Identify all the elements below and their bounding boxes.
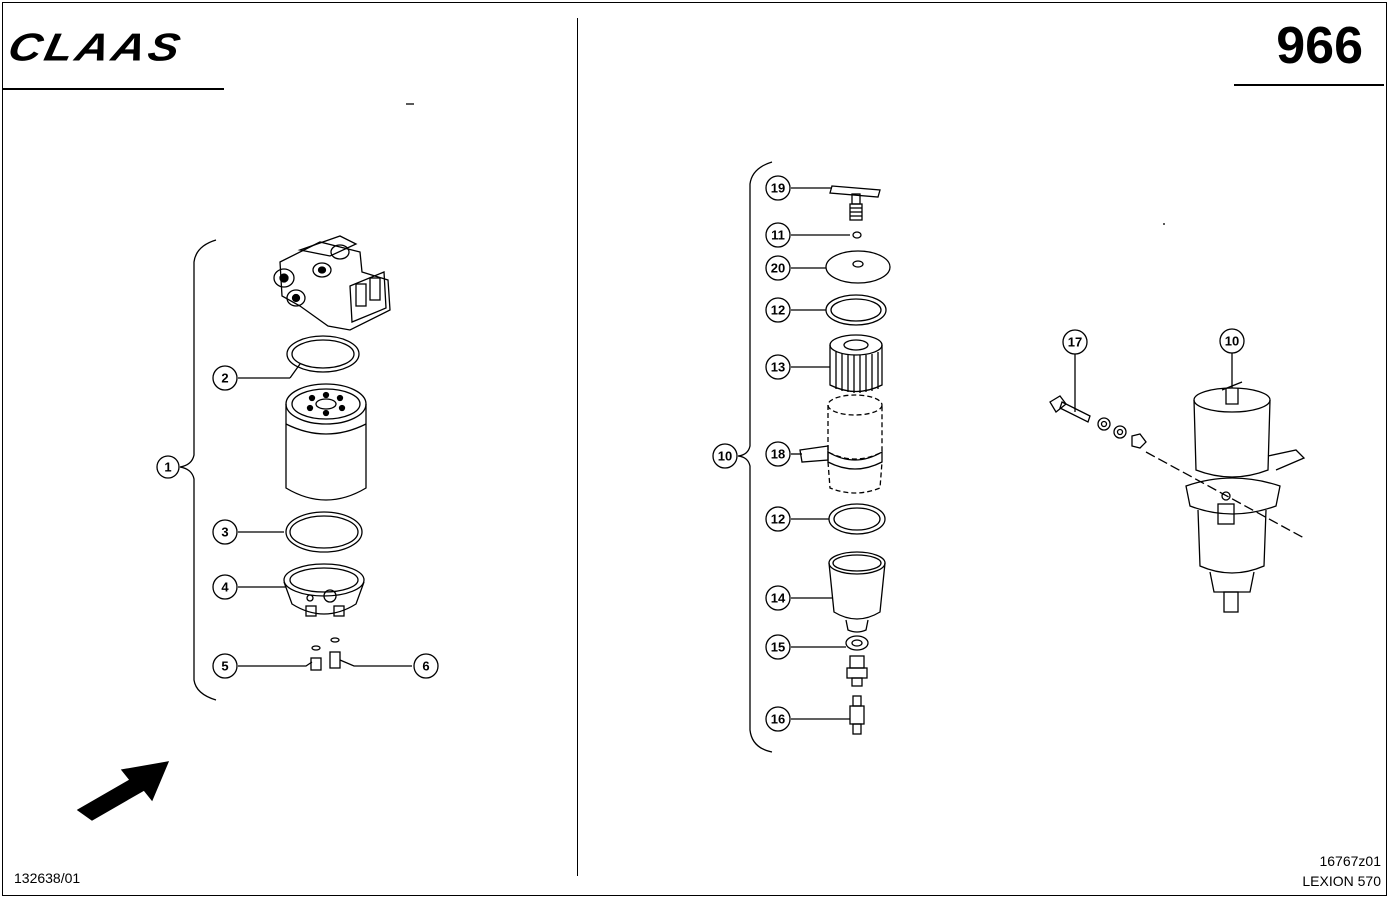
assembled-filter-part [1185,381,1306,613]
callout-20-label: 20 [771,261,785,276]
reference-code: 16767z01 [1319,853,1381,869]
callout-1-label: 1 [164,460,171,475]
direction-arrow-icon [76,761,170,821]
callout-16-label: 16 [771,712,785,727]
leader-line-6 [339,659,412,667]
callout-12-lower [765,506,791,532]
callout-18-label: 18 [771,447,785,462]
housing-18-part [799,394,883,494]
model-name: LEXION 570 [1302,873,1381,889]
callout-10-assembly [1219,328,1245,354]
callout-2 [212,365,238,391]
callout-1 [156,455,180,479]
callout-14-label: 14 [771,591,786,606]
filter-cartridge-part [285,383,367,501]
leader-line-2b [289,363,301,379]
callout-17-label: 17 [1068,335,1082,350]
cover-disc-20-part [825,250,891,284]
page-number: 966 [1276,17,1363,75]
washer-15-part [845,635,869,651]
drain-plug-5-part [310,645,322,671]
callout-12-lower-label: 12 [771,512,785,527]
filter-head-part [273,235,391,331]
callout-10-group-label: 10 [718,449,732,464]
callout-16 [765,706,791,732]
o-ring-11-part [852,231,862,239]
callout-3-label: 3 [221,525,228,540]
callout-2-label: 2 [221,371,228,386]
callout-10-assembly-label: 10 [1225,334,1239,349]
callout-18 [765,441,791,467]
vent-plug-6-part [329,637,341,669]
callout-4 [212,574,238,600]
leader-line-5 [238,661,313,667]
bolt-17-part [1049,395,1305,539]
panel-divider [577,18,578,876]
callout-19-label: 19 [771,181,785,196]
bowl-14-part [828,551,886,633]
callout-13-label: 13 [771,360,785,375]
group-bracket-left [179,239,217,701]
logo-underline [2,88,224,90]
callout-14 [765,585,791,611]
callout-5-label: 5 [221,659,228,674]
seal-12-lower-part [828,503,886,535]
callout-17 [1062,329,1088,355]
callout-6 [413,653,439,679]
callout-13 [765,354,791,380]
seal-ring-2-part [286,335,360,373]
callout-11-label: 11 [771,228,785,243]
callout-6-label: 6 [422,659,429,674]
callout-15 [765,634,791,660]
t-bolt-19-part [829,185,881,221]
seal-12-upper-part [825,294,887,326]
callout-3 [212,519,238,545]
drain-nipple-part [846,655,868,687]
page-number-underline [1234,84,1384,86]
callout-5 [212,653,238,679]
separator-bowl-part [283,563,365,617]
callout-19 [765,175,791,201]
document-id: 132638/01 [14,870,81,886]
filter-element-13-part [829,334,883,393]
callout-15-label: 15 [771,640,785,655]
valve-16-part [849,695,865,735]
callout-4-label: 4 [221,580,229,595]
seal-ring-3-part [285,511,363,553]
callout-12-upper-label: 12 [771,303,785,318]
callout-12-upper [765,297,791,323]
group-bracket-10 [737,161,773,753]
callout-20 [765,255,791,281]
callout-11 [765,222,791,248]
callout-10-group [712,443,738,469]
